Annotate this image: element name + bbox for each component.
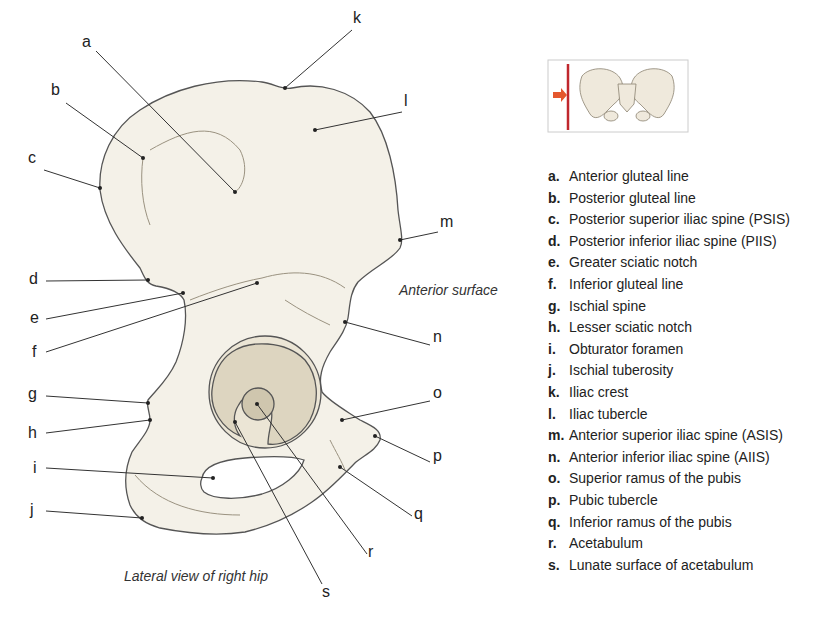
key-term: Anterior inferior iliac spine (AIIS)	[569, 449, 770, 466]
key-letter: h.	[548, 319, 560, 336]
key-letter: c.	[548, 211, 560, 228]
key-term: Superior ramus of the pubis	[569, 470, 741, 487]
callout-letter: k	[353, 8, 361, 27]
bone-surface-lines	[135, 131, 345, 515]
callout-letter: o	[433, 383, 442, 402]
inset-frame	[548, 60, 688, 132]
callout-letter: c	[28, 148, 36, 167]
key-term: Posterior superior iliac spine (PSIS)	[569, 211, 790, 228]
key-letter: f.	[548, 276, 557, 293]
key-term: Ischial spine	[569, 298, 646, 315]
callout-letter: g	[28, 384, 37, 403]
hip-bone	[100, 81, 402, 534]
key-term: Inferior ramus of the pubis	[569, 514, 732, 531]
callout-letter: a	[82, 32, 91, 51]
key-term: Acetabulum	[569, 535, 643, 552]
key-letter: l.	[548, 406, 556, 423]
pelvis-thumbnail	[580, 69, 674, 121]
leader-lines	[44, 30, 438, 584]
key-term: Inferior gluteal line	[569, 276, 683, 293]
callout-letter: e	[30, 308, 39, 327]
callout-letter: h	[28, 423, 37, 442]
callout-letter: i	[33, 458, 37, 477]
leader-dots	[98, 86, 402, 520]
key-term: Ischial tuberosity	[569, 362, 673, 379]
key-term: Pubic tubercle	[569, 492, 658, 509]
key-term: Iliac crest	[569, 384, 628, 401]
view-plane-line	[567, 64, 570, 130]
key-letter: e.	[548, 254, 560, 271]
key-letter: g.	[548, 298, 560, 315]
key-term: Lesser sciatic notch	[569, 319, 692, 336]
key-letter: a.	[548, 168, 560, 185]
key-letter: b.	[548, 190, 560, 207]
callout-letter: n	[433, 327, 442, 346]
view-caption: Lateral view of right hip	[124, 568, 268, 585]
callout-letter: l	[404, 91, 408, 110]
callout-letter: s	[322, 582, 330, 601]
callout-letter: r	[368, 542, 373, 561]
callout-letter: j	[30, 500, 34, 519]
callout-letter: d	[29, 269, 38, 288]
callout-letter: m	[440, 212, 453, 231]
key-letter: m.	[548, 427, 564, 444]
key-term: Anterior superior iliac spine (ASIS)	[569, 427, 783, 444]
key-term: Iliac tubercle	[569, 406, 648, 423]
key-term: Greater sciatic notch	[569, 254, 697, 271]
key-letter: d.	[548, 233, 560, 250]
view-arrow	[553, 88, 567, 102]
key-letter: o.	[548, 470, 560, 487]
key-letter: i.	[548, 341, 556, 358]
key-letter: j.	[548, 362, 556, 379]
view-note: Anterior surface	[399, 282, 498, 299]
callout-letter: p	[433, 446, 442, 465]
key-term: Obturator foramen	[569, 341, 683, 358]
key-letter: n.	[548, 449, 560, 466]
key-term: Lunate surface of acetabulum	[569, 557, 753, 574]
callout-letter: b	[51, 80, 60, 99]
callout-letter: f	[32, 342, 36, 361]
key-term: Posterior inferior iliac spine (PIIS)	[569, 233, 777, 250]
key-letter: p.	[548, 492, 560, 509]
key-letter: k.	[548, 384, 560, 401]
key-letter: q.	[548, 514, 560, 531]
key-term: Posterior gluteal line	[569, 190, 696, 207]
key-letter: s.	[548, 557, 560, 574]
key-term: Anterior gluteal line	[569, 168, 689, 185]
callout-letter: q	[414, 504, 423, 523]
key-letter: r.	[548, 535, 557, 552]
